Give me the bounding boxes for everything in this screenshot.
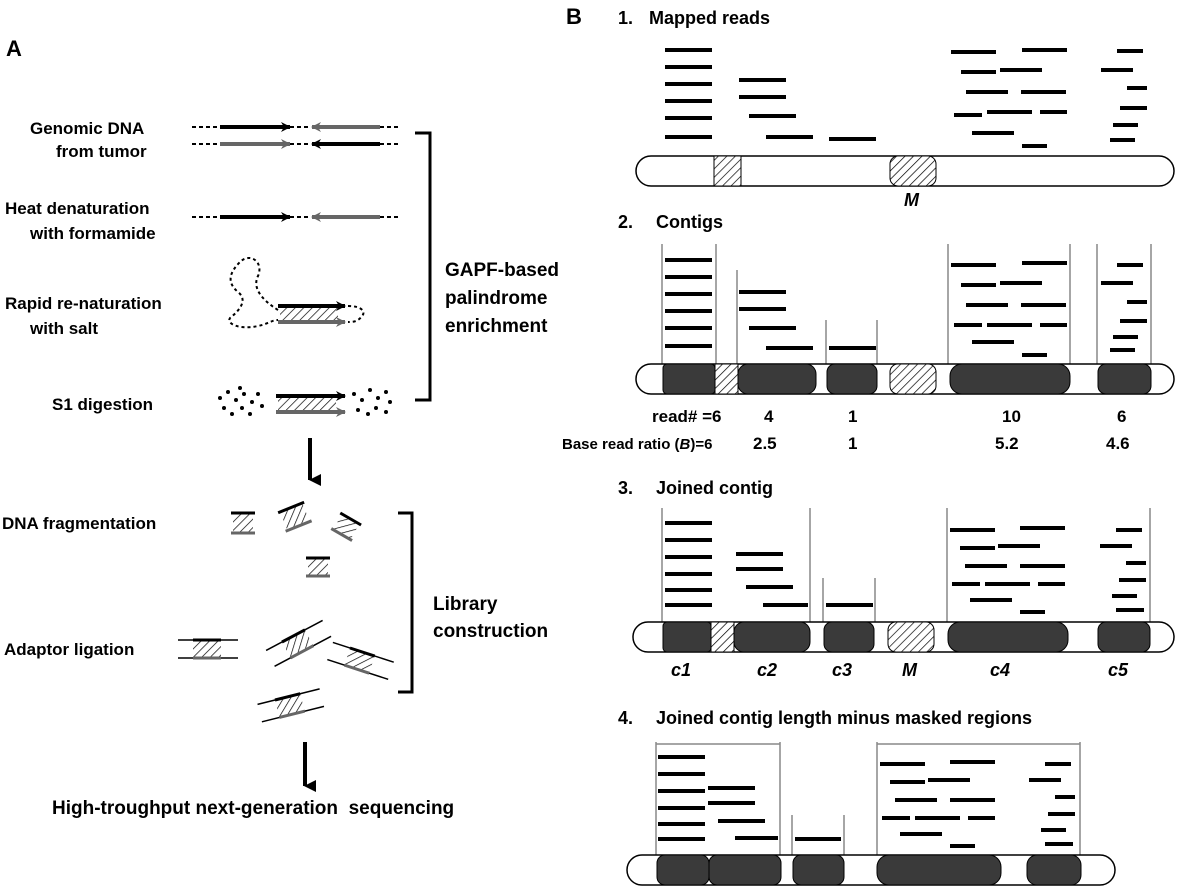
step1-title: Mapped reads [649,8,770,28]
step3-mask-small [710,621,735,653]
step2-title: Contigs [656,212,723,232]
panel-a-label: A [6,36,22,61]
step4-contigs [656,854,1082,886]
dna-fragmentation-label: DNA fragmentation [2,514,156,533]
step3-number: 3. [618,478,633,498]
step2-mask-m [889,363,937,395]
from-tumor-label: from tumor [56,142,147,161]
contig-label-c2: c2 [757,660,777,680]
step4-title: Joined contig length minus masked region… [656,708,1032,728]
step3-contigs [662,621,1151,653]
ratio-c5: 4.6 [1106,434,1130,453]
adaptor-ligation-label: Adaptor ligation [4,640,134,659]
contig-label-c1: c1 [671,660,691,680]
contig-label-c5: c5 [1108,660,1129,680]
rapid-renaturation-label: Rapid re-naturation [5,294,162,313]
step4-reads [658,755,1075,848]
step3-title: Joined contig [656,478,773,498]
fragments [231,500,362,578]
panel-b: B 1. Mapped reads M 2. Contigs [562,4,1175,886]
step1-reads [665,48,1147,148]
gapf-label-line3: enrichment [445,316,548,337]
heat-denaturation-label: Heat denaturation [5,199,150,218]
read-count-c5: 6 [1117,407,1126,426]
base-read-ratio-label: Base read ratio (B)=6 [562,436,713,453]
read-count-c2: 4 [764,407,774,426]
gapf-bracket [415,131,432,402]
read-count-c3: 1 [848,407,857,426]
contig-label-m: M [902,660,918,680]
step3-mask-m [887,621,935,653]
s1-digestion-graphic [218,386,392,417]
panel-b-label: B [566,4,582,29]
contig-label-c3: c3 [832,660,852,680]
gapf-label-line2: palindrome [445,288,547,309]
step4-guides [655,742,1081,855]
step1-number: 1. [618,8,633,28]
gapf-label-line1: GAPF-based [445,260,559,281]
step3-reads [665,521,1146,614]
panel-a: A Genomic DNA from tumor Heat denaturati… [2,36,559,819]
ratio-c4: 5.2 [995,434,1019,453]
adapted-fragments [178,619,394,723]
step2-number: 2. [618,212,633,232]
ratio-c2: 2.5 [753,434,777,453]
step2-reads [665,258,1147,357]
genomic-dna-label: Genomic DNA [30,119,144,138]
read-count-label: read# =6 [652,407,721,426]
ratio-c3: 1 [848,434,857,453]
step1-mask-small [713,155,742,187]
contig-label-c4: c4 [990,660,1010,680]
step3-guides [661,508,1151,622]
step1-m-label: M [904,190,920,210]
step1-mask-m [889,155,937,187]
s1-digestion-label: S1 digestion [52,395,153,414]
read-count-c4: 10 [1002,407,1021,426]
step2-mask-small [714,363,739,395]
step2-contigs [662,363,1152,395]
library-label-line1: Library [433,594,498,615]
hairpin-structure [228,257,365,329]
library-bracket [398,511,414,694]
sequencing-label: High-troughput next-generation sequencin… [52,798,454,819]
with-formamide-label: with formamide [29,224,156,243]
step4-number: 4. [618,708,633,728]
genomic-dna-strands [192,122,400,149]
with-salt-label: with salt [29,319,98,338]
library-label-line2: construction [433,621,548,642]
step2-guides [661,244,1152,364]
